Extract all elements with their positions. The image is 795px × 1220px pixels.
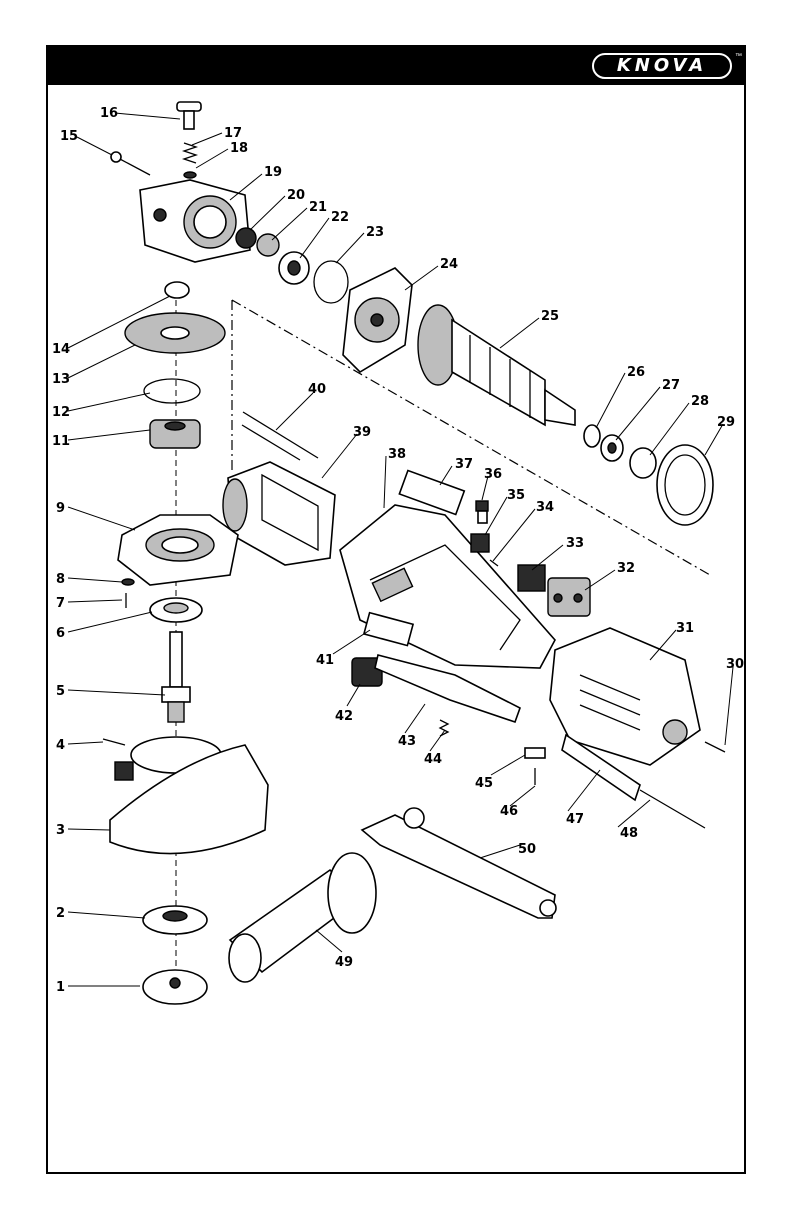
- part-16-lock-button: [177, 102, 201, 129]
- part-20-nut: [236, 228, 256, 248]
- part-15-screw: [111, 152, 150, 175]
- part-50-pin-spanner: [362, 808, 556, 918]
- callout-46: 46: [500, 804, 518, 819]
- callout-1: 1: [56, 980, 65, 995]
- callout-13: 13: [52, 372, 70, 387]
- part-29-air-baffle: [657, 445, 713, 525]
- callout-21: 21: [309, 200, 327, 215]
- callout-2: 2: [56, 906, 65, 921]
- part-13-bevel-gear: [125, 313, 225, 353]
- callout-3: 3: [56, 823, 65, 838]
- callout-11: 11: [52, 434, 70, 449]
- callout-35: 35: [507, 488, 525, 503]
- part-4-clamp-screw: [103, 739, 125, 745]
- part-26-washer: [584, 425, 600, 447]
- callout-18: 18: [230, 141, 248, 156]
- part-30-screw: [705, 742, 725, 752]
- callout-42: 42: [335, 709, 353, 724]
- callout-17: 17: [224, 126, 242, 141]
- part-32-switch: [548, 578, 590, 616]
- part-48-power-cord: [640, 790, 705, 828]
- part-9-flange-cover: [118, 515, 238, 585]
- part-33-capacitor: [518, 565, 545, 591]
- callout-23: 23: [366, 225, 384, 240]
- callout-41: 41: [316, 653, 334, 668]
- part-11-bearing: [150, 420, 200, 448]
- part-18-washer: [184, 172, 196, 178]
- callout-39: 39: [353, 425, 371, 440]
- part-2-inner-flange: [143, 906, 207, 934]
- part-12-retaining-ring: [144, 379, 200, 403]
- part-8-washer: [122, 579, 134, 585]
- callout-25: 25: [541, 309, 559, 324]
- part-6-seal: [150, 598, 202, 622]
- part-24-bearing-plate: [343, 268, 412, 372]
- callout-5: 5: [56, 684, 65, 699]
- part-17-spring: [184, 143, 196, 163]
- callout-33: 33: [566, 536, 584, 551]
- callout-7: 7: [56, 596, 65, 611]
- part-19-gear-housing: [140, 180, 250, 262]
- part-22-bearing: [279, 252, 309, 284]
- part-35-brush-holder: [471, 534, 489, 552]
- callout-4: 4: [56, 738, 65, 753]
- callout-38: 38: [388, 447, 406, 462]
- callout-22: 22: [331, 210, 349, 225]
- callout-12: 12: [52, 405, 70, 420]
- callout-31: 31: [676, 621, 694, 636]
- callout-43: 43: [398, 734, 416, 749]
- callout-37: 37: [455, 457, 473, 472]
- callout-34: 34: [536, 500, 554, 515]
- part-27-bearing: [601, 435, 623, 461]
- callout-36: 36: [484, 467, 502, 482]
- callout-15: 15: [60, 129, 78, 144]
- callout-16: 16: [100, 106, 118, 121]
- callout-29: 29: [717, 415, 735, 430]
- part-21-pinion-gear: [257, 234, 279, 256]
- callout-19: 19: [264, 165, 282, 180]
- callout-8: 8: [56, 572, 65, 587]
- callout-28: 28: [691, 394, 709, 409]
- callout-44: 44: [424, 752, 442, 767]
- callout-47: 47: [566, 812, 584, 827]
- callout-20: 20: [287, 188, 305, 203]
- callout-45: 45: [475, 776, 493, 791]
- part-39-stator: [223, 462, 335, 565]
- part-40-long-screws: [242, 412, 318, 460]
- callout-40: 40: [308, 382, 326, 397]
- callout-14: 14: [52, 342, 70, 357]
- callout-49: 49: [335, 955, 353, 970]
- callout-48: 48: [620, 826, 638, 841]
- callout-27: 27: [662, 378, 680, 393]
- callout-24: 24: [440, 257, 458, 272]
- callout-32: 32: [617, 561, 635, 576]
- part-1-outer-flange-nut: [143, 970, 207, 1004]
- part-23-o-ring: [314, 261, 348, 303]
- callout-9: 9: [56, 501, 65, 516]
- part-49-side-handle: [229, 853, 376, 982]
- callout-6: 6: [56, 626, 65, 641]
- part-44-spring: [440, 720, 448, 736]
- part-34-screw: [490, 560, 498, 566]
- part-3-wheel-guard: [110, 737, 268, 854]
- callout-50: 50: [518, 842, 536, 857]
- part-14-bearing: [165, 282, 189, 298]
- part-5-spindle: [162, 632, 190, 722]
- callout-26: 26: [627, 365, 645, 380]
- part-45-cord-clamp: [525, 748, 545, 758]
- part-36-carbon-brush: [476, 501, 488, 523]
- callout-30: 30: [726, 657, 744, 672]
